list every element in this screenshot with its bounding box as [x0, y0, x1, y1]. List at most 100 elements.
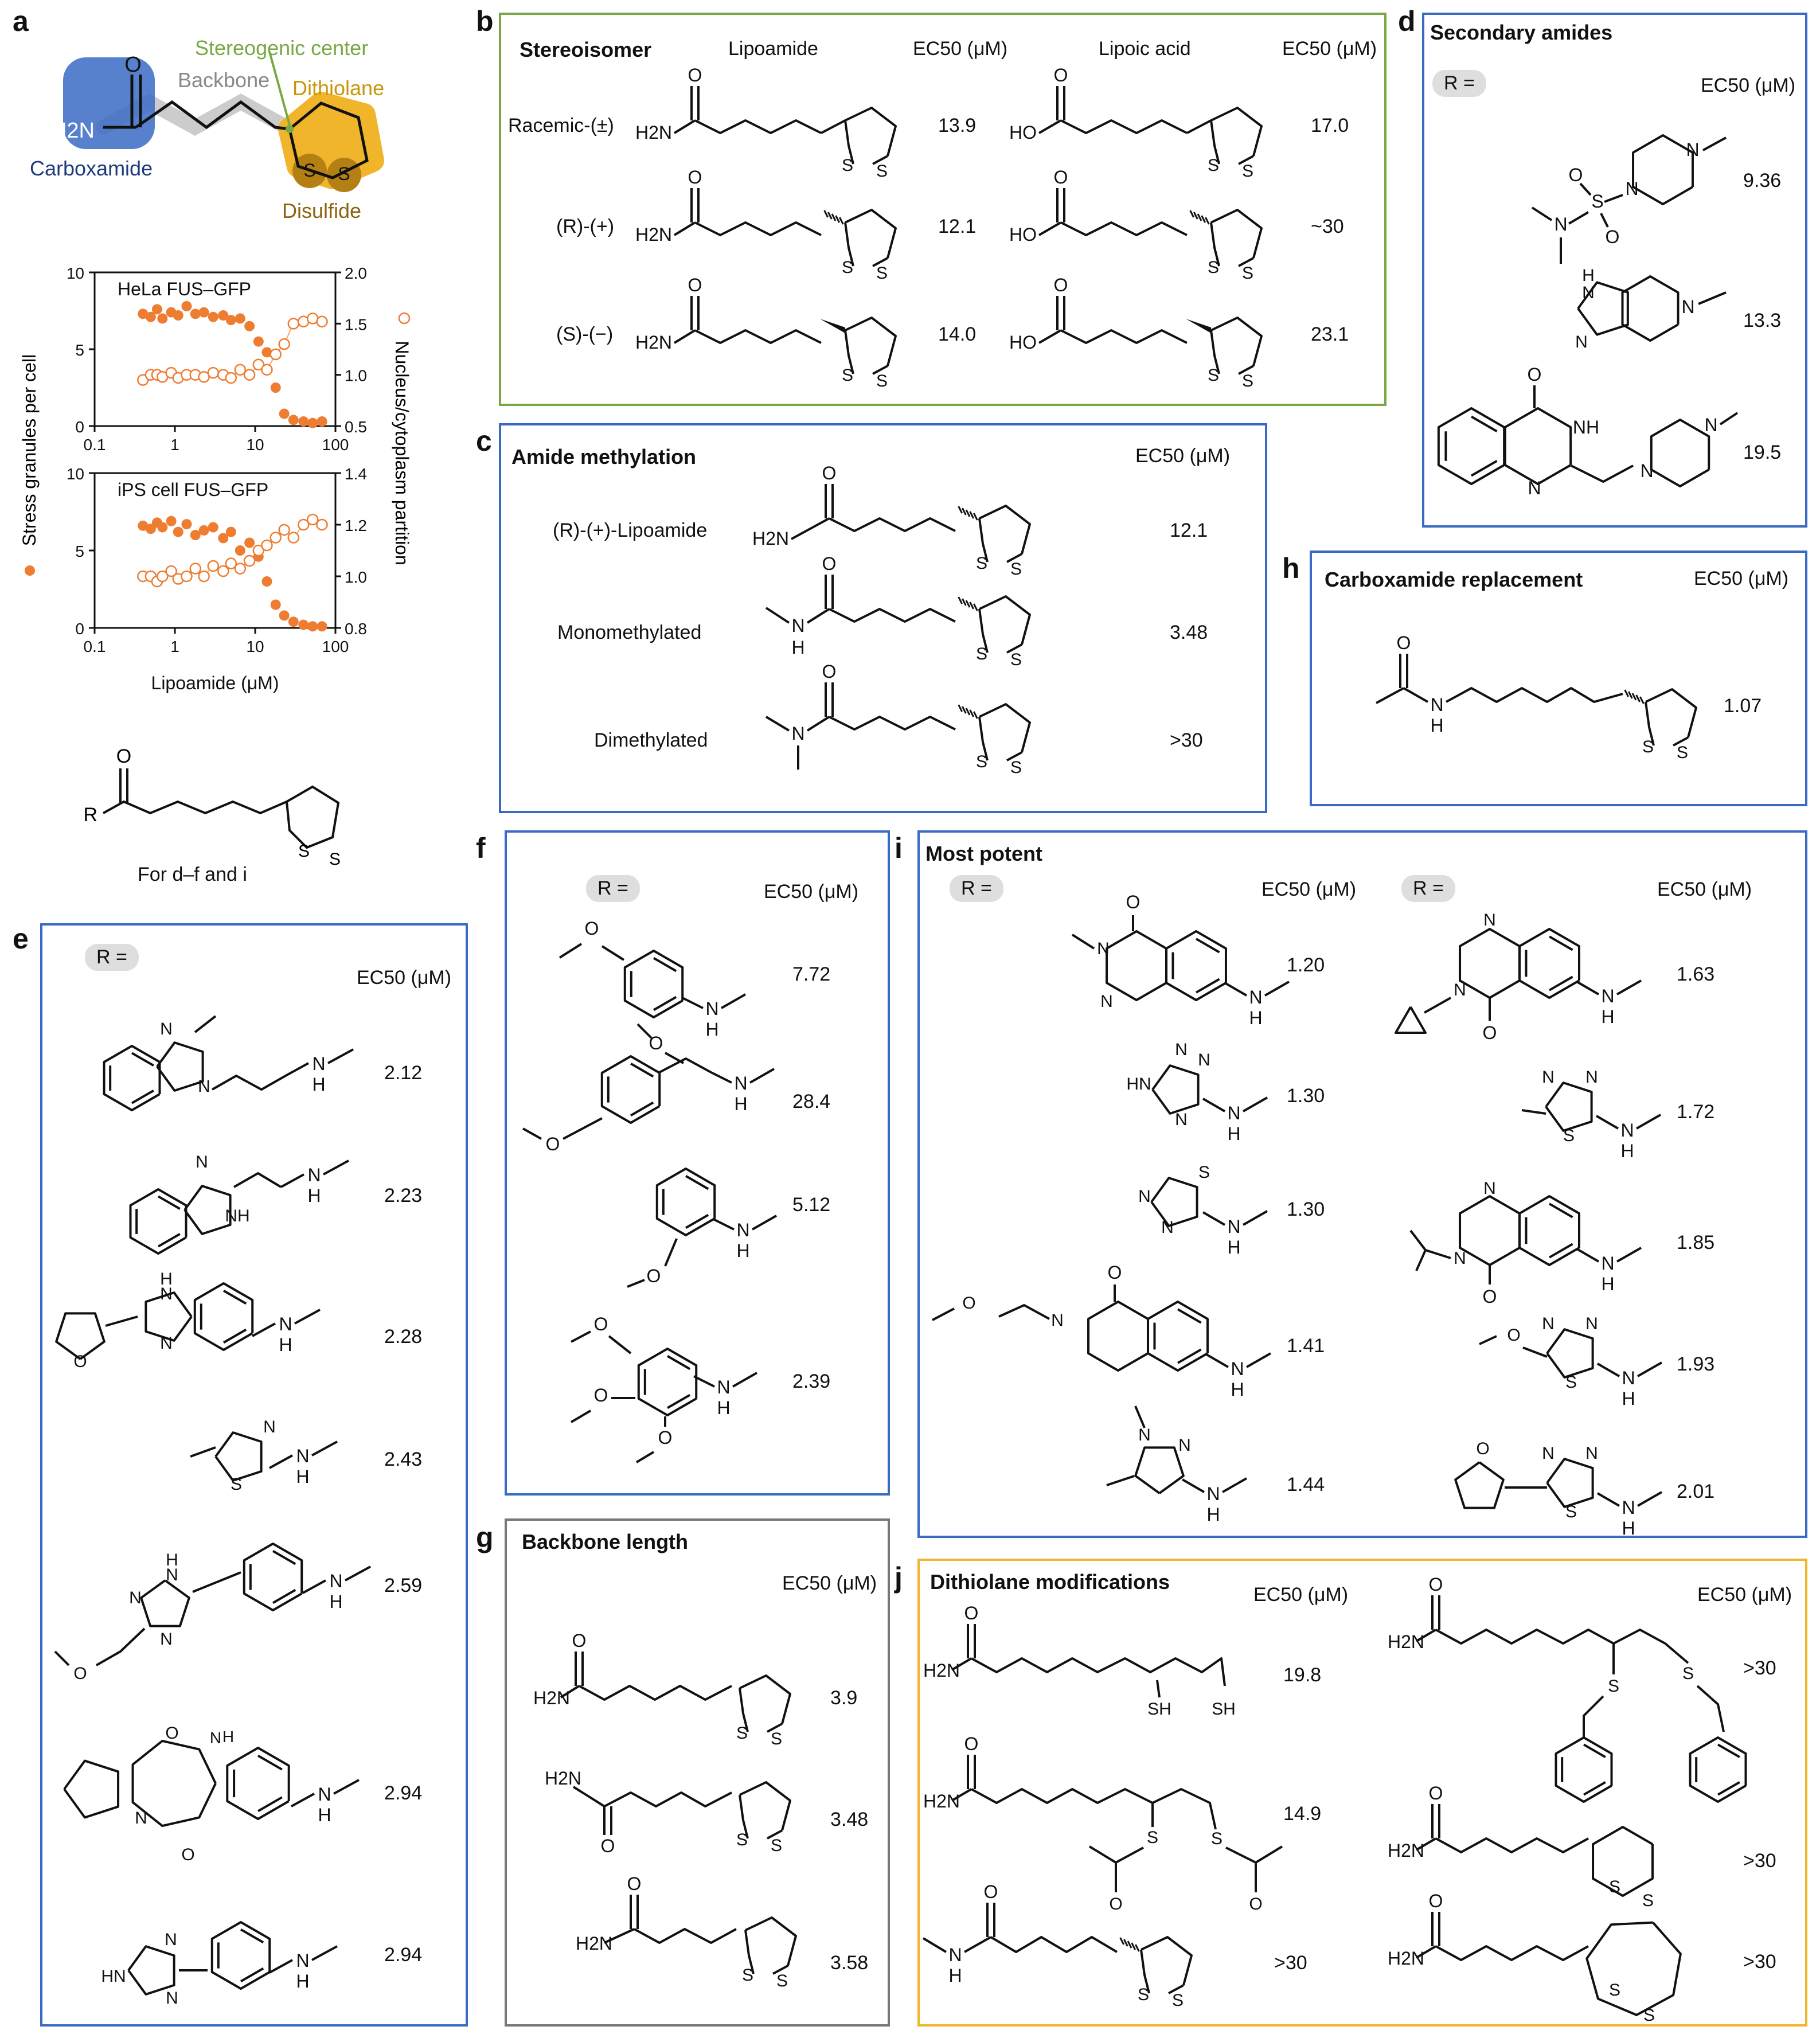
acid-bond — [1038, 329, 1062, 344]
nh-bond — [1576, 981, 1600, 995]
atom-o: O — [688, 275, 702, 295]
atom-o: O — [546, 1134, 560, 1154]
chain-bond — [1186, 119, 1212, 134]
panel-g-frame — [505, 1518, 890, 2027]
ec50-e-2: 2.23 — [384, 1185, 423, 1207]
partition-point — [217, 565, 229, 577]
hash-bond — [1627, 691, 1633, 699]
dithiolane-ring — [745, 1916, 797, 1966]
dithiolane-ring — [1210, 107, 1263, 157]
benzene-ring — [1555, 1736, 1613, 1803]
chain-bond — [829, 716, 956, 731]
nme-bond — [323, 1159, 349, 1176]
ec50-s-amide: 14.0 — [938, 323, 977, 345]
nme-bond — [721, 993, 746, 1009]
panel-i-ec50-header-right: EC50 (μM) — [1657, 879, 1752, 900]
atom-n: N — [1686, 139, 1699, 160]
atom-s: S — [876, 162, 888, 181]
hash-bond — [973, 603, 978, 611]
thioacetyl-bond — [1225, 1845, 1283, 1864]
atom-s: S — [1138, 1985, 1149, 2004]
partition-point — [198, 570, 210, 583]
atom-o: O — [822, 463, 837, 483]
ec50-i-r1: 1.63 — [1677, 963, 1715, 985]
amide-bond — [964, 1936, 991, 1953]
nme-bond — [749, 1068, 775, 1084]
hash-bond — [973, 711, 978, 719]
aromatic-bond — [1717, 1781, 1740, 1796]
atom-n: N — [1704, 415, 1717, 435]
aromatic-bond — [667, 1393, 691, 1409]
atom-h2n: H2N — [545, 1768, 581, 1789]
granule-point — [218, 310, 229, 321]
atom-n: N — [1483, 1179, 1496, 1198]
atom-o: O — [1429, 1574, 1443, 1595]
atom-h: H — [1227, 1237, 1240, 1258]
atom-h: H — [1206, 1504, 1220, 1525]
label-carboxamide: Carboxamide — [30, 157, 153, 180]
partition-point — [261, 364, 273, 376]
panel-f-frame — [505, 830, 890, 1496]
chain-bond — [233, 1172, 282, 1188]
thioacetyl-bond — [1088, 1845, 1144, 1864]
dithiolane-ring — [978, 518, 989, 563]
aromatic-bond — [685, 1175, 709, 1190]
dithiolane-ring — [1006, 751, 1022, 762]
granule-point — [145, 524, 156, 534]
partition-point — [189, 563, 201, 575]
ec50-j-l2: 14.9 — [1283, 1803, 1322, 1825]
aromatic-bond — [1177, 1348, 1202, 1364]
atom-s: S — [736, 1830, 748, 1849]
aromatic-bond — [653, 995, 677, 1011]
piperazine-ring — [1650, 419, 1710, 487]
ec50-i-l1: 1.20 — [1287, 954, 1325, 976]
atom-o: O — [1397, 633, 1411, 653]
dithiolane-ring — [844, 120, 854, 165]
panel-e-frame — [40, 923, 468, 2027]
r-equals-pill: R = — [1432, 70, 1486, 97]
panel-c-ec50-header: EC50 (μM) — [1135, 445, 1231, 467]
nh-bond — [693, 1375, 715, 1388]
atom-n: N — [279, 1314, 292, 1334]
atom-h: H — [1249, 1008, 1262, 1028]
so-bond — [1579, 182, 1592, 196]
atom-h: H — [1227, 1123, 1240, 1144]
atom-s: S — [1211, 1829, 1223, 1848]
partition-point — [261, 539, 273, 552]
y-axis-label: Stress granules per cell — [19, 354, 40, 546]
dithiolane-ring — [744, 1930, 755, 1974]
chain-bond — [990, 1936, 1118, 1953]
pyrrolidine-ring — [63, 1759, 120, 1819]
atom-h2n: H2N — [1388, 1948, 1424, 1969]
atom-o: O — [1108, 1262, 1122, 1283]
atom-s1: S — [303, 160, 315, 181]
imidazole-ring — [183, 1185, 232, 1235]
atom-s2: S — [338, 163, 350, 184]
atom-h: H — [296, 1971, 309, 1992]
atom-s: S — [771, 1836, 782, 1855]
panel-label-d: d — [1398, 5, 1416, 37]
nh-bond — [1202, 1098, 1226, 1112]
triazole-ring — [1151, 1064, 1200, 1115]
dithiolane-ring — [1238, 365, 1254, 375]
dithiolane-ring — [1645, 688, 1697, 738]
chain-bond — [1435, 1837, 1589, 1853]
atom-n: N — [1622, 1368, 1635, 1388]
dithiolane-ring — [1141, 1936, 1193, 1986]
nh-bond — [252, 1322, 276, 1337]
benzo-ring — [1147, 1301, 1209, 1372]
hash-bond — [958, 506, 963, 514]
atom-n: N — [160, 1285, 173, 1303]
nme-bond — [327, 1048, 354, 1064]
label-backbone: Backbone — [178, 68, 270, 92]
hash-bond — [1131, 1942, 1136, 1950]
imidazole-ring — [1577, 281, 1629, 336]
benzene-ring — [623, 950, 684, 1018]
acetyl-bond — [1376, 687, 1404, 704]
methyl-bond — [522, 1127, 542, 1140]
benzo-ring — [226, 1747, 290, 1820]
